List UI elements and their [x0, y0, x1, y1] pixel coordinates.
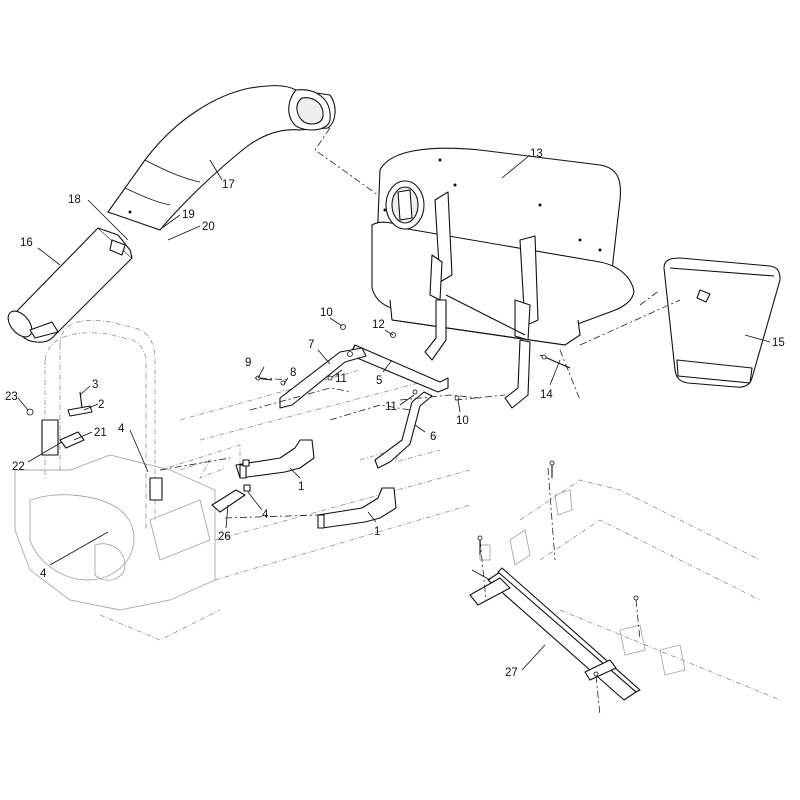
callout-23: 23	[5, 391, 18, 403]
callout-11-upper: 11	[335, 373, 347, 385]
callout-10-lower: 10	[456, 415, 469, 427]
part-1-lower-arm	[317, 487, 397, 529]
part-17-upper-chute	[107, 85, 336, 231]
part-1-upper-arm	[235, 439, 315, 479]
callout-9: 9	[245, 357, 251, 369]
part-6-bracket	[374, 391, 433, 469]
callout-6: 6	[430, 431, 436, 443]
callout-4-lower: 4	[40, 568, 47, 580]
deck-frame-ghost	[479, 479, 781, 701]
callout-22: 22	[12, 461, 25, 473]
callout-17: 17	[222, 179, 235, 191]
callout-2: 2	[98, 399, 104, 411]
callout-12: 12	[372, 319, 385, 331]
part-27-bar	[469, 567, 641, 701]
hardware	[242, 324, 639, 677]
callout-10-upper: 10	[320, 307, 333, 319]
callout-15: 15	[772, 337, 785, 349]
callout-16: 16	[20, 237, 33, 249]
callout-21: 21	[94, 427, 107, 439]
callout-3: 3	[92, 379, 98, 391]
mower-frame-ghost	[14, 319, 471, 641]
part-16-lower-chute	[7, 227, 133, 343]
callout-1-lower: 1	[374, 526, 380, 538]
callout-4-upper: 4	[118, 423, 125, 435]
callout-labels: 13 17 18 19 20 16 15 14 10 12 7 9 8 11 5…	[5, 148, 785, 679]
callout-5: 5	[376, 375, 382, 387]
part-13-hopper	[371, 147, 635, 409]
callout-18: 18	[68, 194, 81, 206]
callout-13: 13	[530, 148, 543, 160]
callout-8: 8	[290, 367, 296, 379]
callout-26: 26	[218, 531, 231, 543]
callout-19: 19	[182, 209, 195, 221]
leader-lines	[17, 154, 771, 671]
callout-27: 27	[505, 667, 518, 679]
assembly-lines	[159, 127, 681, 716]
callout-4-mid: 4	[262, 509, 269, 521]
part-15-bin	[663, 257, 781, 388]
small-hardware-left	[26, 391, 163, 501]
callout-7: 7	[308, 339, 314, 351]
callout-14: 14	[540, 389, 553, 401]
callout-11-lower: 11	[385, 401, 397, 413]
part-26	[211, 489, 246, 513]
callout-20: 20	[202, 221, 215, 233]
callout-1-upper: 1	[298, 481, 304, 493]
part-7-bracket	[279, 347, 367, 409]
